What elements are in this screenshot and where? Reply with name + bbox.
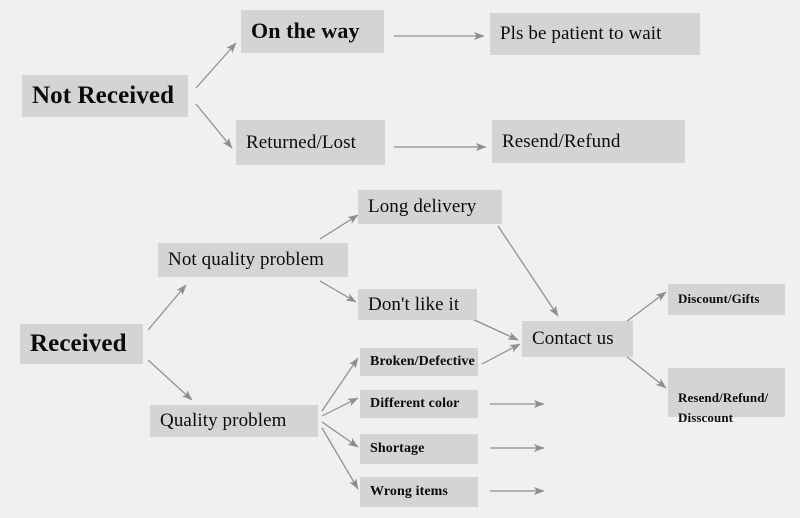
node-dont-like-it[interactable]: Don't like it (358, 289, 477, 320)
node-quality-problem[interactable]: Quality problem (150, 405, 318, 437)
node-discount-gifts[interactable]: Discount/Gifts (668, 284, 785, 315)
node-shortage[interactable]: Shortage (360, 434, 478, 464)
node-on-the-way[interactable]: On the way (241, 10, 384, 53)
node-resend-refund-disscount[interactable]: Resend/Refund/ Disscount (668, 368, 785, 425)
node-resend-refund-disscount-label: Resend/Refund/ Disscount (678, 389, 769, 425)
node-different-color[interactable]: Different color (360, 390, 478, 418)
node-broken-defective[interactable]: Broken/Defective (360, 348, 478, 376)
edge-not-received-to-on-the-way (195, 42, 237, 89)
edge-quality-problem-to-broken-defective (321, 357, 359, 412)
edge-dont-like-it-to-contact-us (469, 317, 519, 341)
edge-long-delivery-to-contact-us (497, 225, 559, 317)
edge-broken-defective-to-contact-us (481, 343, 521, 365)
edge-not-received-to-returned-lost (195, 103, 233, 149)
node-not-quality-problem[interactable]: Not quality problem (158, 243, 348, 277)
edge-quality-problem-to-wrong-items (321, 427, 359, 490)
edge-not-quality-problem-to-dont-like-it (319, 280, 357, 303)
node-contact-us[interactable]: Contact us (522, 321, 633, 357)
node-returned-lost[interactable]: Returned/Lost (236, 120, 385, 165)
edge-quality-problem-to-shortage (321, 421, 359, 448)
edge-contact-us-to-resend-refund-disscount (625, 355, 667, 389)
node-resend-refund[interactable]: Resend/Refund (492, 120, 685, 163)
node-pls-be-patient-to-wait[interactable]: Pls be patient to wait (490, 13, 700, 55)
node-not-received[interactable]: Not Received (22, 75, 188, 117)
node-long-delivery[interactable]: Long delivery (358, 190, 502, 224)
edge-contact-us-to-discount-gifts (625, 291, 667, 323)
edge-received-to-quality-problem (147, 359, 193, 401)
edge-received-to-not-quality-problem (147, 284, 187, 331)
node-wrong-items[interactable]: Wrong items (360, 477, 478, 507)
edge-quality-problem-to-different-color (321, 397, 359, 417)
node-received[interactable]: Received (20, 324, 143, 364)
edge-not-quality-problem-to-long-delivery (319, 214, 359, 240)
